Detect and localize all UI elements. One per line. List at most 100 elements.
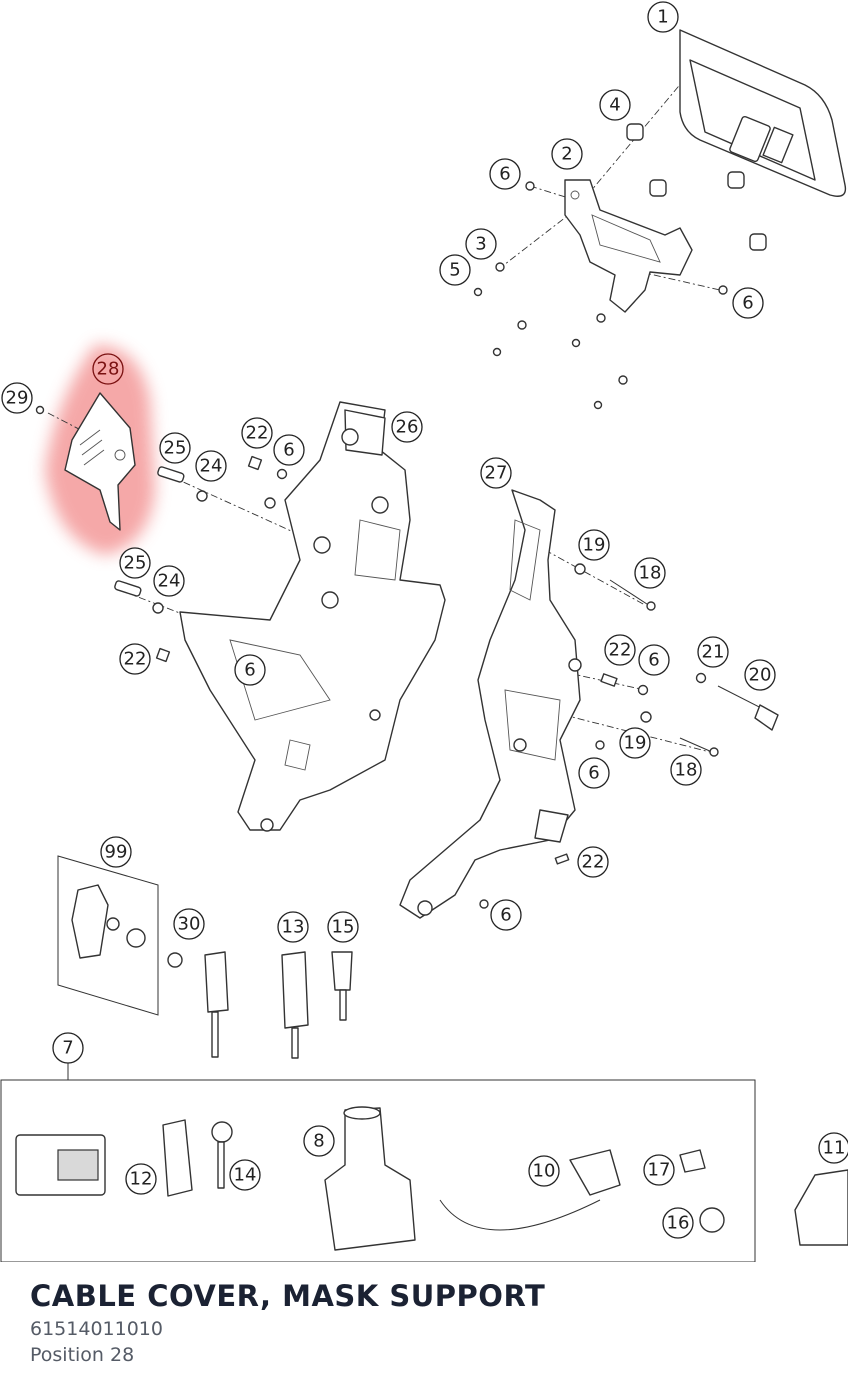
callout-6: 6 (273, 434, 305, 466)
callout-label: 1 (657, 7, 668, 28)
part-cable-cover-28 (35, 392, 136, 531)
part-screws-top (473, 181, 728, 410)
callout-6: 6 (638, 644, 670, 676)
callout-28: 28 (92, 353, 124, 385)
callout-label: 6 (742, 293, 753, 314)
callout-label: 14 (234, 1165, 257, 1186)
callout-24: 24 (195, 450, 227, 482)
callout-15: 15 (327, 911, 359, 943)
callout-21: 21 (697, 636, 729, 668)
callout-6: 6 (490, 899, 522, 931)
callout-layer: 1234566666667810111213141516171818191920… (1, 1, 848, 1239)
callout-label: 6 (648, 650, 659, 671)
callout-14: 14 (229, 1159, 261, 1191)
callout-label: 24 (158, 571, 181, 592)
callout-22: 22 (577, 846, 609, 878)
callout-18: 18 (670, 754, 702, 786)
callout-label: 17 (648, 1160, 671, 1181)
callout-label: 25 (164, 438, 187, 459)
callout-label: 18 (639, 563, 662, 584)
part-number: 61514011010 (30, 1318, 163, 1340)
part-hardware (114, 455, 779, 909)
callout-22: 22 (604, 634, 636, 666)
callout-label: 18 (675, 760, 698, 781)
part-mount-4 (626, 123, 644, 141)
callout-26: 26 (391, 411, 423, 443)
part-mount (749, 233, 767, 251)
part-caption: CABLE COVER, MASK SUPPORT 61514011010 Po… (30, 1276, 830, 1368)
callout-label: 13 (282, 917, 305, 938)
callout-label: 6 (244, 660, 255, 681)
callout-label: 8 (313, 1131, 324, 1152)
callout-label: 7 (62, 1038, 73, 1059)
part-mount (649, 179, 667, 197)
callout-7: 7 (52, 1032, 84, 1064)
callout-label: 27 (485, 463, 508, 484)
callout-label: 11 (823, 1138, 846, 1159)
part-mask-support-left (179, 401, 446, 832)
callout-12: 12 (125, 1163, 157, 1195)
callout-label: 29 (6, 388, 29, 409)
part-kit-99 (57, 855, 159, 1016)
callout-label: 25 (124, 553, 147, 574)
callout-5: 5 (439, 254, 471, 286)
callout-22: 22 (241, 417, 273, 449)
callout-13: 13 (277, 911, 309, 943)
callout-3: 3 (465, 228, 497, 260)
callout-label: 4 (609, 95, 620, 116)
callout-19: 19 (578, 529, 610, 561)
callout-19: 19 (619, 727, 651, 759)
callout-6: 6 (489, 158, 521, 190)
part-position: Position 28 (30, 1344, 135, 1366)
callout-label: 15 (332, 917, 355, 938)
callout-label: 26 (396, 417, 419, 438)
callout-30: 30 (173, 908, 205, 940)
callout-label: 20 (749, 665, 772, 686)
callout-label: 22 (582, 852, 605, 873)
callout-2: 2 (551, 138, 583, 170)
callout-label: 5 (449, 260, 460, 281)
callout-10: 10 (528, 1155, 560, 1187)
part-mount (727, 171, 745, 189)
exploded-parts-diagram: 1234566666667810111213141516171818191920… (0, 1, 848, 1262)
callout-label: 22 (124, 649, 147, 670)
callout-label: 19 (583, 535, 606, 556)
callout-label: 12 (130, 1169, 153, 1190)
callout-label: 22 (246, 423, 269, 444)
callout-1: 1 (647, 1, 679, 33)
callout-11: 11 (818, 1132, 848, 1164)
callout-25: 25 (119, 547, 151, 579)
callout-label: 28 (97, 359, 120, 380)
callout-4: 4 (599, 89, 631, 121)
callout-label: 2 (561, 144, 572, 165)
callout-22: 22 (119, 643, 151, 675)
callout-6: 6 (578, 757, 610, 789)
callout-label: 24 (200, 456, 223, 477)
part-group-7 (0, 1062, 756, 1262)
part-display-bracket (564, 179, 693, 313)
callout-8: 8 (303, 1125, 335, 1157)
callout-label: 10 (533, 1161, 556, 1182)
callout-25: 25 (159, 432, 191, 464)
part-display (679, 29, 847, 197)
callout-label: 22 (609, 640, 632, 661)
callout-label: 19 (624, 733, 647, 754)
callout-18: 18 (634, 557, 666, 589)
callout-label: 30 (178, 914, 201, 935)
callout-24: 24 (153, 565, 185, 597)
callout-6: 6 (732, 287, 764, 319)
callout-6: 6 (234, 654, 266, 686)
callout-17: 17 (643, 1154, 675, 1186)
part-mask-support-right (399, 489, 582, 919)
callout-29: 29 (1, 382, 33, 414)
callout-label: 21 (702, 642, 725, 663)
callout-99: 99 (100, 836, 132, 868)
callout-label: 6 (499, 164, 510, 185)
callout-label: 16 (667, 1213, 690, 1234)
callout-27: 27 (480, 457, 512, 489)
part-title: CABLE COVER, MASK SUPPORT (30, 1279, 546, 1313)
callout-label: 99 (105, 842, 128, 863)
callout-label: 3 (475, 234, 486, 255)
callout-label: 6 (588, 763, 599, 784)
callout-20: 20 (744, 659, 776, 691)
